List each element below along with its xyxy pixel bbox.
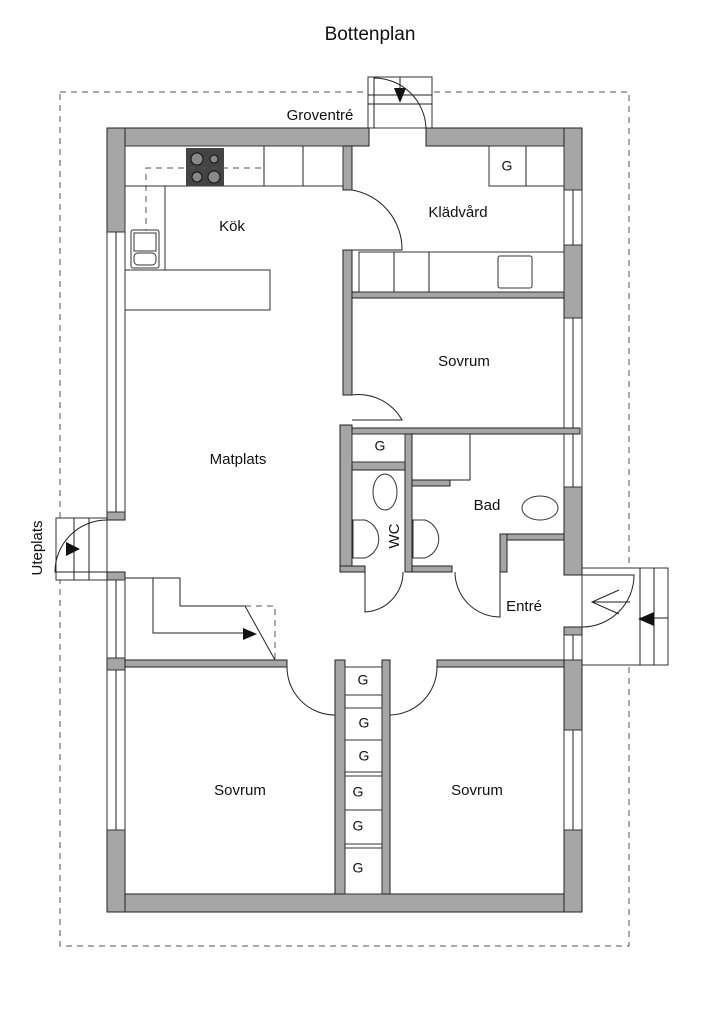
- entry-arrow-icon: [66, 542, 80, 556]
- entry-arrow-icon: [638, 612, 654, 626]
- wc-door: [364, 571, 404, 613]
- room-label-bad: Bad: [474, 497, 501, 514]
- closet-label: G: [502, 158, 513, 174]
- stair-arrow-icon: [243, 628, 257, 640]
- bench-outline: [245, 605, 276, 660]
- closet-label: G: [353, 784, 364, 800]
- room-label-sovrum-right: Sovrum: [451, 782, 503, 799]
- closet-label: G: [359, 715, 370, 731]
- room-label-sovrum: Sovrum: [438, 353, 490, 370]
- closet-label: G: [358, 672, 369, 688]
- plan-title: Bottenplan: [325, 24, 416, 45]
- room-label-groventre: Groventré: [287, 107, 354, 124]
- entre-steps: [581, 567, 669, 666]
- room-label-matplats: Matplats: [210, 451, 267, 468]
- laundry-counter: [358, 145, 565, 293]
- bench: [125, 577, 245, 634]
- closets: [344, 666, 383, 895]
- closet-label: G: [353, 818, 364, 834]
- exterior-walls: [106, 127, 583, 913]
- groventre-door: [373, 77, 427, 129]
- toilet-icon: [521, 495, 559, 521]
- sovrum-right-door: [389, 666, 438, 716]
- entre-door: [581, 574, 635, 628]
- room-label-sovrum-left: Sovrum: [214, 782, 266, 799]
- entry-arrow-icon: [394, 88, 406, 103]
- washbasin-icon: [352, 519, 380, 559]
- room-label-entre: Entré: [506, 598, 542, 615]
- kitchen-sink-icon: [130, 229, 160, 269]
- bath-door: [454, 571, 501, 618]
- room-label-kladvard: Klädvård: [428, 204, 487, 221]
- bathroom-fixtures: [351, 433, 559, 559]
- plot-boundary: [59, 91, 630, 947]
- closet-label: G: [375, 438, 386, 454]
- sovrum-door: [351, 394, 403, 421]
- sovrum-left-door: [286, 666, 336, 716]
- closet-label: G: [353, 860, 364, 876]
- utility-sink-icon: [497, 255, 533, 289]
- interior-walls: [124, 145, 581, 895]
- uteplats-door: [54, 519, 108, 573]
- room-label-wc: WC: [386, 523, 403, 548]
- room-label-kok: Kök: [219, 218, 245, 235]
- windows: [106, 189, 583, 831]
- toilet-icon: [372, 473, 398, 511]
- kitchen-counter: [124, 145, 344, 311]
- washbasin-icon: [412, 519, 440, 559]
- doors[interactable]: [54, 77, 635, 716]
- groventre-steps: [367, 76, 433, 129]
- kitchen-door: [351, 189, 403, 251]
- room-label-uteplats: Uteplats: [29, 520, 46, 575]
- closet-label: G: [359, 748, 370, 764]
- uteplats-steps: [55, 517, 108, 581]
- shower-screen: [420, 434, 471, 481]
- arrow-icon: [590, 589, 630, 615]
